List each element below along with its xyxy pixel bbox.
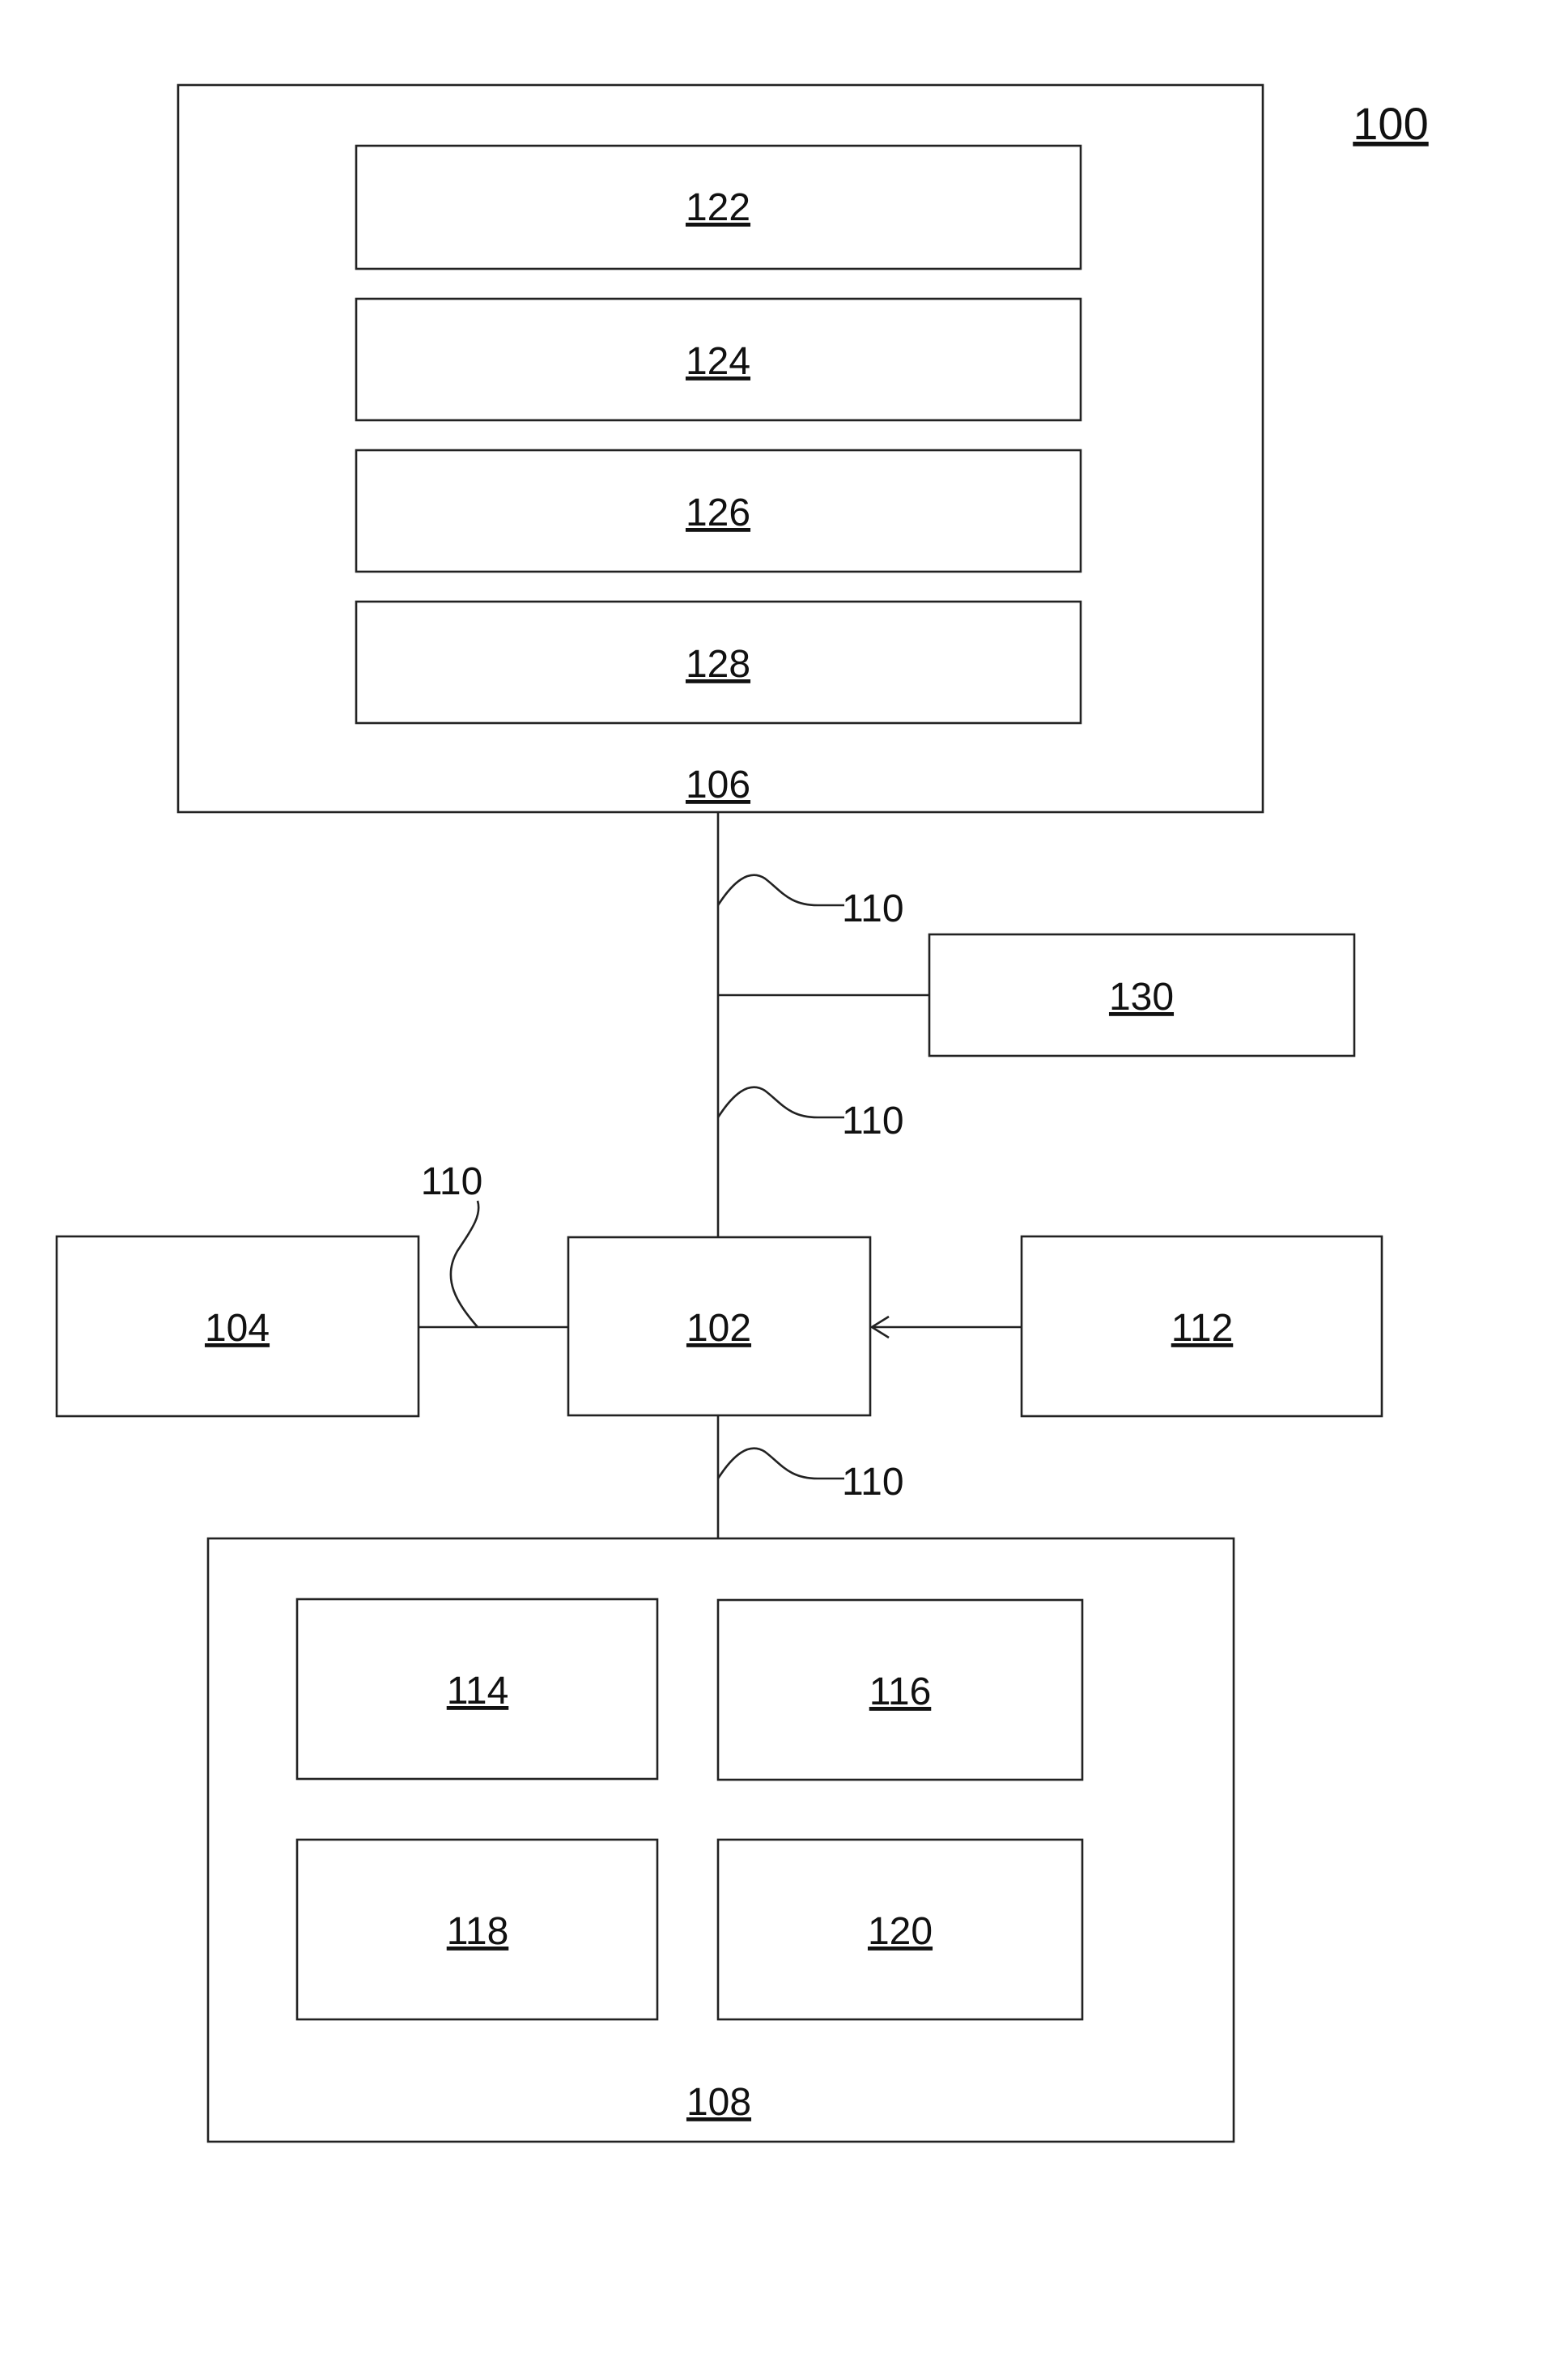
block-130: 130	[929, 934, 1354, 1056]
leader-110-left	[451, 1201, 478, 1327]
link-label-upper: 110	[842, 887, 904, 930]
leader-110-upper	[718, 875, 844, 905]
leader-110-lower	[718, 1449, 844, 1479]
block-112: 112	[1022, 1236, 1382, 1416]
block-108-label: 108	[686, 2081, 751, 2124]
block-128-label: 128	[686, 643, 750, 686]
block-116: 116	[718, 1600, 1082, 1780]
block-120-label: 120	[868, 1910, 933, 1953]
block-126-label: 126	[686, 491, 750, 534]
block-122: 122	[356, 146, 1081, 269]
block-126: 126	[356, 450, 1081, 572]
leader-110-middle	[718, 1087, 844, 1117]
link-label-middle: 110	[842, 1100, 904, 1142]
block-128: 128	[356, 602, 1081, 723]
link-label-lower: 110	[842, 1461, 904, 1504]
block-118-label: 118	[447, 1910, 509, 1953]
block-104: 104	[57, 1236, 419, 1416]
block-122-label: 122	[686, 186, 750, 229]
block-130-label: 130	[1109, 976, 1174, 1019]
block-118: 118	[297, 1840, 657, 2019]
block-102-label: 102	[686, 1307, 751, 1350]
block-106-label: 106	[686, 764, 750, 806]
block-124-label: 124	[686, 340, 750, 383]
link-label-left: 110	[421, 1160, 483, 1203]
block-102: 102	[568, 1237, 870, 1415]
block-116-label: 116	[869, 1670, 932, 1713]
block-114-label: 114	[447, 1670, 509, 1713]
block-120: 120	[718, 1840, 1082, 2019]
block-104-label: 104	[205, 1307, 270, 1350]
figure-ref-label: 100	[1353, 98, 1428, 149]
block-124: 124	[356, 299, 1081, 420]
block-112-label: 112	[1171, 1307, 1234, 1350]
block-114: 114	[297, 1599, 657, 1779]
